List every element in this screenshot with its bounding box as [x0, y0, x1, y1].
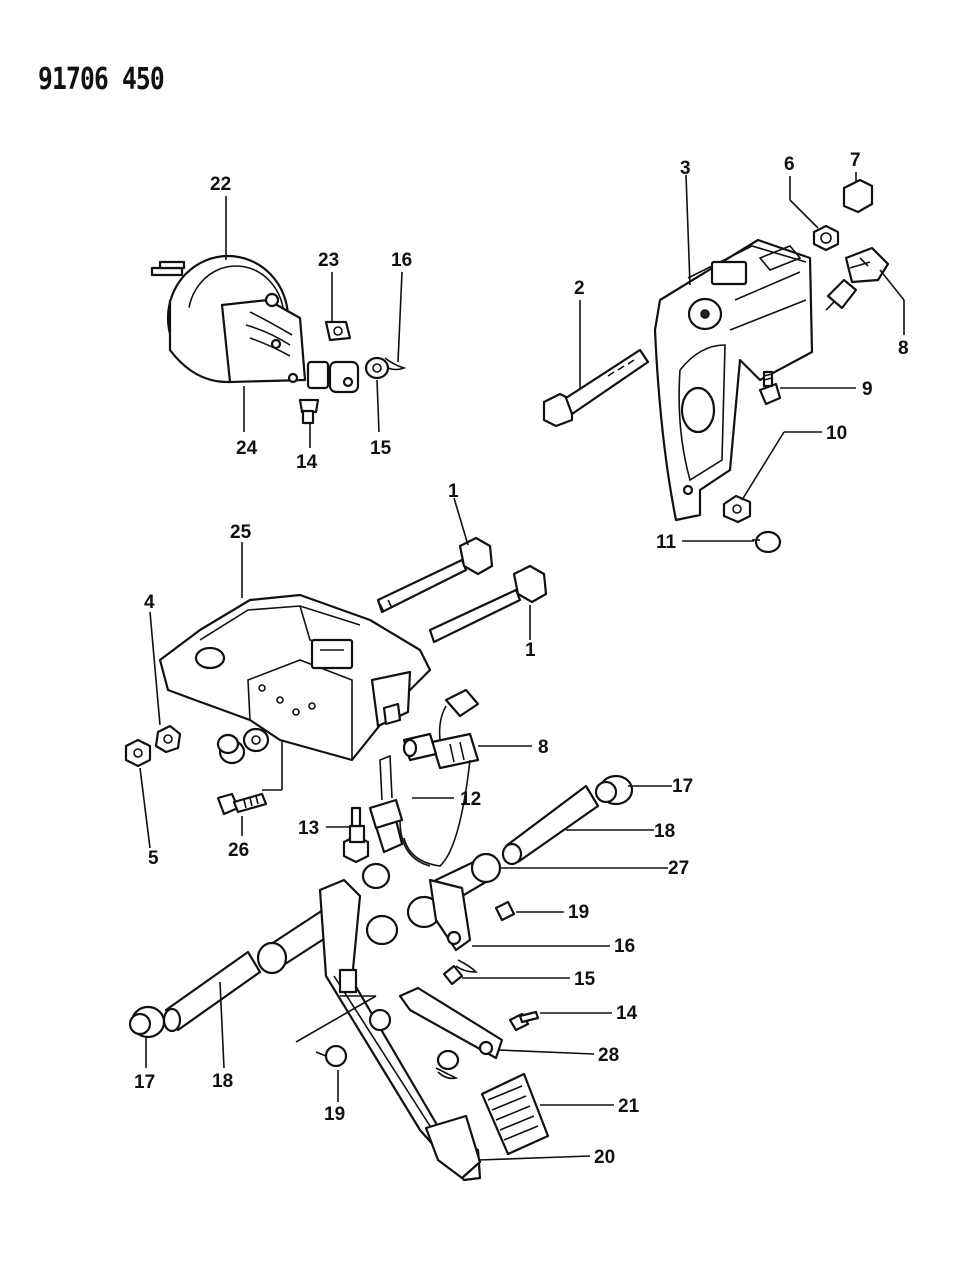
callout-26: 26: [228, 840, 249, 861]
callout-4: 4: [144, 592, 155, 613]
callout-28: 28: [598, 1045, 619, 1066]
callout-10: 10: [826, 423, 847, 444]
leader-16a: [397, 271, 403, 363]
switch-assembly: [342, 688, 480, 867]
callout-19: 19: [568, 902, 589, 923]
upper-bracket-assembly: [542, 178, 890, 554]
callout-24: 24: [236, 438, 258, 459]
callout-17: 17: [672, 776, 693, 797]
callout-23: 23: [318, 250, 339, 271]
leader-15a: [376, 379, 380, 433]
callout-25: 25: [230, 522, 252, 543]
callout-14-second: 14: [616, 1003, 638, 1024]
callout-8: 8: [898, 338, 909, 359]
callout-1-second: 1: [525, 640, 536, 661]
leader-3: [685, 174, 691, 286]
leader-8ab: [879, 269, 905, 301]
callout-8-second: 8: [538, 737, 549, 758]
callout-18-second: 18: [212, 1071, 233, 1092]
callout-20: 20: [594, 1147, 615, 1168]
callout-17-second: 17: [134, 1072, 155, 1093]
leader-1a: [453, 497, 469, 546]
callout-9: 9: [862, 379, 873, 400]
pedal-assembly: [128, 774, 634, 1182]
callout-3: 3: [680, 158, 691, 179]
brake-booster-assembly: [150, 254, 407, 425]
callout-7: 7: [850, 150, 861, 171]
document-id: 91706 450: [38, 62, 165, 97]
leader-20: [477, 1155, 591, 1161]
lower-bracket-assembly: [124, 536, 548, 816]
leader-4: [149, 611, 161, 726]
callout-6: 6: [784, 154, 795, 175]
callout-18: 18: [654, 821, 675, 842]
callout-16: 16: [391, 250, 412, 271]
leader-19b-guide1: [295, 995, 377, 1043]
leader-10b: [741, 431, 785, 501]
callout-21: 21: [618, 1096, 640, 1117]
leader-6b: [789, 199, 819, 229]
callout-19-second: 19: [324, 1104, 345, 1125]
callout-2: 2: [574, 278, 585, 299]
callout-11: 11: [656, 532, 677, 553]
leader-5: [139, 767, 151, 849]
callout-15: 15: [370, 438, 392, 459]
callout-22: 22: [210, 174, 231, 195]
callout-1: 1: [448, 481, 459, 502]
callout-27: 27: [668, 858, 689, 879]
callout-12: 12: [460, 789, 481, 810]
callout-13: 13: [298, 818, 319, 839]
leader-18b: [219, 981, 225, 1069]
callout-15-second: 15: [574, 969, 596, 990]
callout-5: 5: [148, 848, 159, 869]
leader-28: [497, 1049, 595, 1055]
callout-16-second: 16: [614, 936, 635, 957]
callout-14: 14: [296, 452, 318, 473]
